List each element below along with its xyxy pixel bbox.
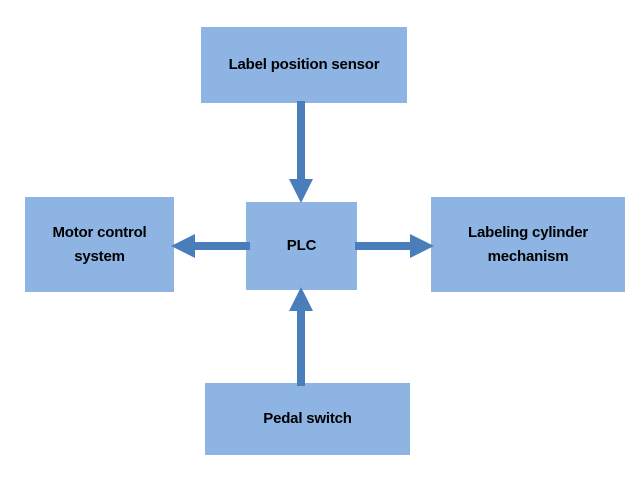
node-plc[interactable]: PLC [246,202,357,290]
node-motor-control-system[interactable]: Motor control system [25,197,174,292]
arrow-plc-to-motor-icon [171,234,250,258]
arrow-plc-to-cylinder-icon [355,234,434,258]
node-label-position-sensor[interactable]: Label position sensor [201,27,407,103]
arrow-pedal-to-plc-icon [289,287,313,386]
arrow-sensor-to-plc-icon [289,101,313,203]
node-plc-label: PLC [286,237,317,255]
node-pedal-switch-label: Pedal switch [263,410,352,428]
node-label-position-sensor-label: Label position sensor [228,56,380,74]
node-motor-control-system-label: Motor control system [52,224,147,265]
node-pedal-switch[interactable]: Pedal switch [205,383,410,455]
node-labeling-cylinder-mechanism[interactable]: Labeling cylinder mechanism [431,197,625,292]
node-labeling-cylinder-mechanism-label: Labeling cylinder mechanism [468,224,588,265]
